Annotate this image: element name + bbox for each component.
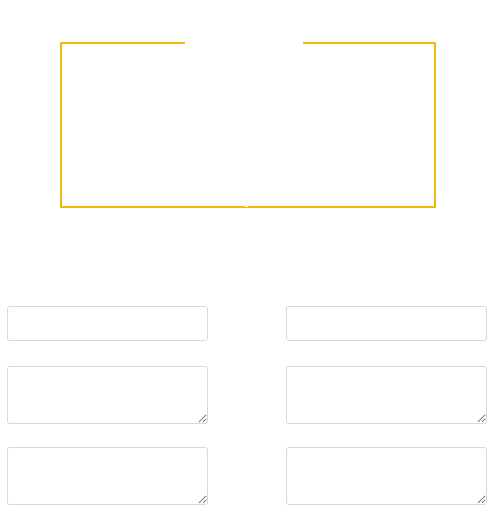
input-field-row2-right[interactable] (286, 366, 487, 424)
input-field-row3-right[interactable] (286, 447, 487, 505)
input-field-row3-left[interactable] (7, 447, 208, 505)
frame-bottom-notch (245, 202, 248, 207)
highlight-frame (60, 42, 436, 208)
input-field-row1-right[interactable] (286, 306, 487, 341)
frame-top-gap (185, 40, 303, 46)
input-field-row2-left[interactable] (7, 366, 208, 424)
input-field-row1-left[interactable] (7, 306, 208, 341)
